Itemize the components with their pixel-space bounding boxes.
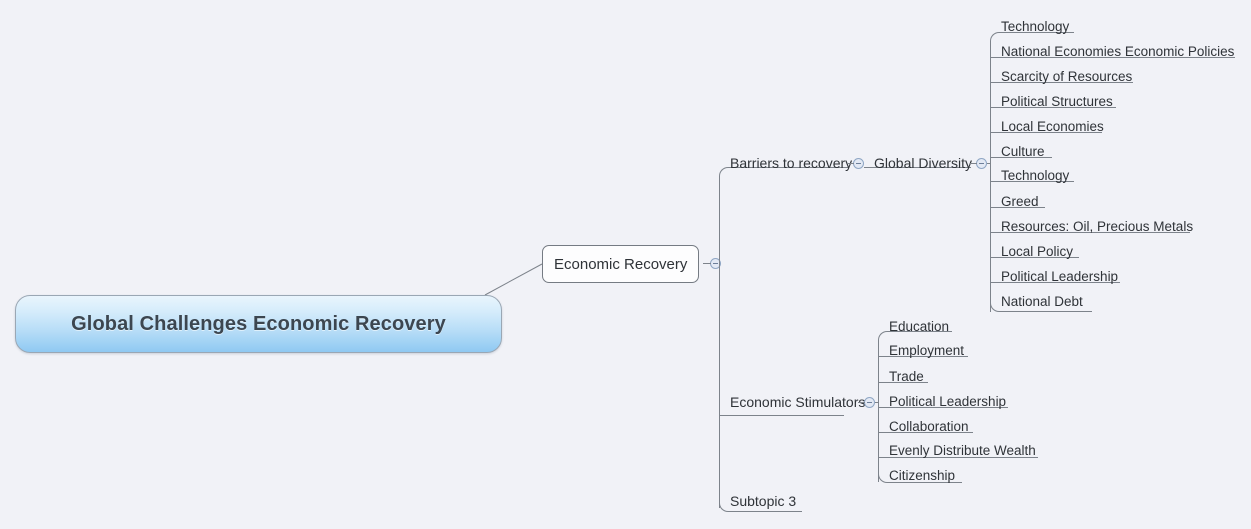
leaf-spine-economic-stimulators: [878, 340, 879, 482]
leaf-underline-2: [990, 82, 1133, 83]
leaf-label-technology-2[interactable]: Technology: [1001, 168, 1070, 183]
barriers-to-global-diversity-connector: [864, 167, 871, 168]
leaf-label-political-leadership-2[interactable]: Political Leadership: [889, 394, 1007, 409]
branch-underline-global-diversity: [871, 167, 971, 168]
leaf-label-national-debt[interactable]: National Debt: [1001, 294, 1083, 309]
leaf-underline-8: [990, 232, 1190, 233]
leaf-label-scarcity-of-resources[interactable]: Scarcity of Resources: [1001, 69, 1133, 84]
barriers-toggle-stub: [847, 163, 854, 164]
leaf-label-evenly-distribute-wealth[interactable]: Evenly Distribute Wealth: [889, 443, 1036, 458]
branch-label-subtopic-3[interactable]: Subtopic 3: [730, 493, 797, 509]
leaf-underline-0: [999, 32, 1074, 33]
branch-label-global-diversity[interactable]: Global Diversity: [874, 155, 973, 171]
es-leaf-underline-3: [878, 407, 1008, 408]
es-leaf-underline-4: [878, 432, 973, 433]
branch-spine-main: [719, 176, 720, 508]
leaf-label-trade[interactable]: Trade: [889, 369, 924, 384]
leaf-label-resources-oil-precious-metals[interactable]: Resources: Oil, Precious Metals: [1001, 219, 1194, 234]
es-leaf-underline-6: [887, 482, 962, 483]
es-leaf-corner-last: [878, 474, 887, 483]
branch-label-economic-stimulators[interactable]: Economic Stimulators: [730, 394, 866, 410]
branch-underline-barriers: [728, 167, 848, 168]
branch-corner-barriers: [719, 167, 728, 176]
root-node-label: Global Challenges Economic Recovery: [71, 312, 446, 335]
leaf-underline-4: [990, 132, 1102, 133]
leaf-label-national-economies-economic-policies[interactable]: National Economies Economic Policies: [1001, 44, 1235, 59]
collapse-minus-icon-global-diversity[interactable]: [976, 158, 987, 169]
branch-label-barriers-to-recovery[interactable]: Barriers to recovery: [730, 155, 853, 171]
economic-stimulators-spine-joint: [875, 402, 879, 403]
leaf-underline-3: [990, 107, 1116, 108]
leaf-label-education[interactable]: Education: [889, 319, 950, 334]
leaf-label-technology-1[interactable]: Technology: [1001, 19, 1070, 34]
leaf-label-employment[interactable]: Employment: [889, 343, 965, 358]
leaf-label-greed[interactable]: Greed: [1001, 194, 1039, 209]
es-leaf-corner-0: [878, 331, 887, 340]
leaf-label-political-leadership-1[interactable]: Political Leadership: [1001, 269, 1119, 284]
branch-corner-subtopic-3: [719, 503, 728, 512]
es-leaf-underline-5: [878, 457, 1038, 458]
leaf-underline-10: [990, 282, 1120, 283]
leaf-label-citizenship[interactable]: Citizenship: [889, 468, 956, 483]
collapse-minus-icon-economic-stimulators[interactable]: [864, 397, 875, 408]
leaf-underline-9: [990, 257, 1079, 258]
leaf-corner-last: [990, 303, 999, 312]
leaf-label-collaboration[interactable]: Collaboration: [889, 419, 969, 434]
es-leaf-underline-0: [887, 331, 952, 332]
leaf-underline-1: [990, 57, 1235, 58]
root-node[interactable]: Global Challenges Economic Recovery: [15, 295, 502, 353]
leaf-label-local-economies[interactable]: Local Economies: [1001, 119, 1104, 134]
branch-underline-economic-stimulators: [719, 415, 844, 416]
global-diversity-spine-joint: [987, 163, 991, 164]
leaf-corner-0: [990, 32, 999, 41]
es-leaf-underline-2: [878, 382, 928, 383]
global-diversity-toggle-stub: [970, 163, 977, 164]
central-topic-label: Economic Recovery: [554, 255, 688, 273]
central-topic-node[interactable]: Economic Recovery: [542, 245, 700, 283]
leaf-label-culture[interactable]: Culture: [1001, 144, 1045, 159]
branch-underline-subtopic-3: [728, 511, 802, 512]
leaf-spine-global-diversity: [990, 41, 991, 312]
leaf-underline-5: [990, 157, 1052, 158]
leaf-underline-11: [999, 311, 1092, 312]
leaf-underline-7: [990, 207, 1045, 208]
leaf-underline-6: [990, 181, 1074, 182]
collapse-minus-icon-barriers[interactable]: [853, 158, 864, 169]
economic-stimulators-toggle-stub: [858, 402, 865, 403]
central-topic-toggle-stub: [703, 263, 711, 264]
es-leaf-underline-1: [878, 356, 968, 357]
leaf-label-local-policy[interactable]: Local Policy: [1001, 244, 1074, 259]
leaf-label-political-structures[interactable]: Political Structures: [1001, 94, 1113, 109]
